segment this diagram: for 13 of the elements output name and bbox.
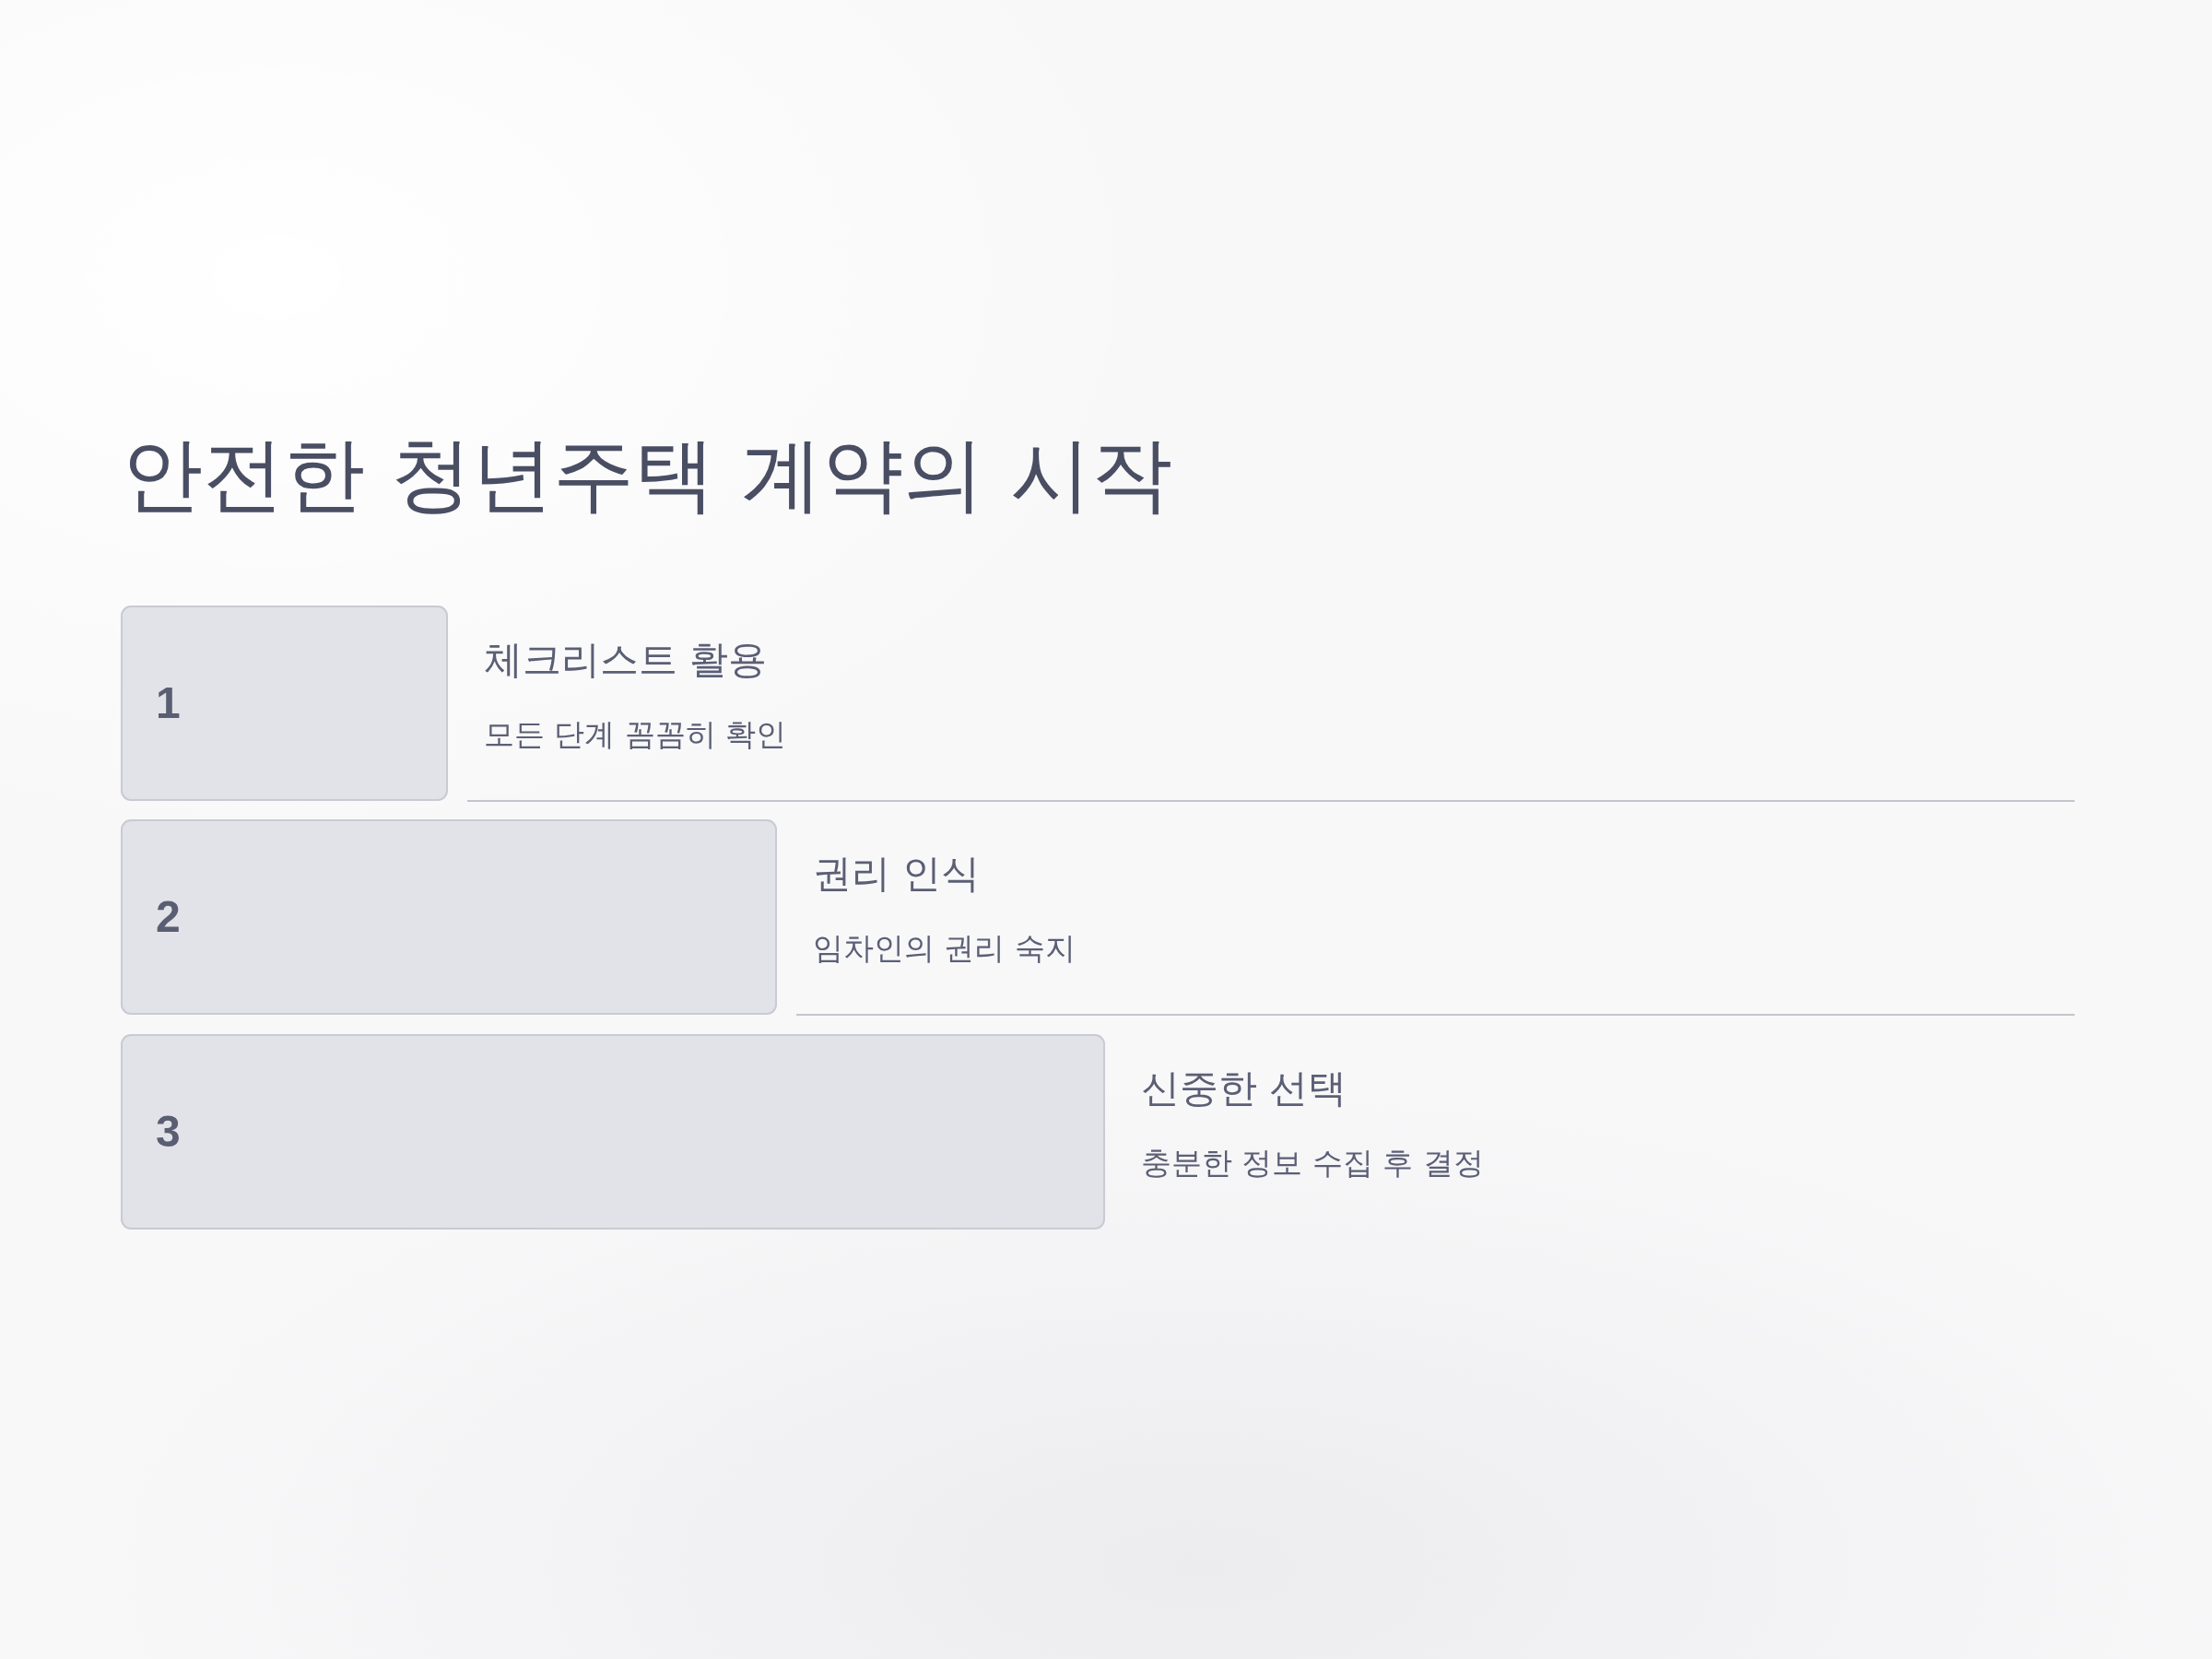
step-heading: 권리 인식 (813, 851, 981, 898)
step-heading: 신중한 선택 (1141, 1065, 1347, 1112)
step-box (121, 819, 777, 1015)
step-box (121, 606, 448, 801)
step-description: 임차인의 권리 숙지 (813, 930, 1076, 967)
step-heading: 체크리스트 활용 (484, 637, 768, 684)
step-box (121, 1034, 1105, 1230)
step-number: 3 (156, 1110, 181, 1154)
step-description: 모든 단계 꼼꼼히 확인 (484, 716, 787, 753)
step-number: 1 (156, 681, 181, 725)
step-number: 2 (156, 895, 181, 939)
diagram-title: 안전한 청년주택 계약의 시작 (122, 426, 1172, 524)
step-description: 충분한 정보 수집 후 결정 (1141, 1145, 1484, 1182)
